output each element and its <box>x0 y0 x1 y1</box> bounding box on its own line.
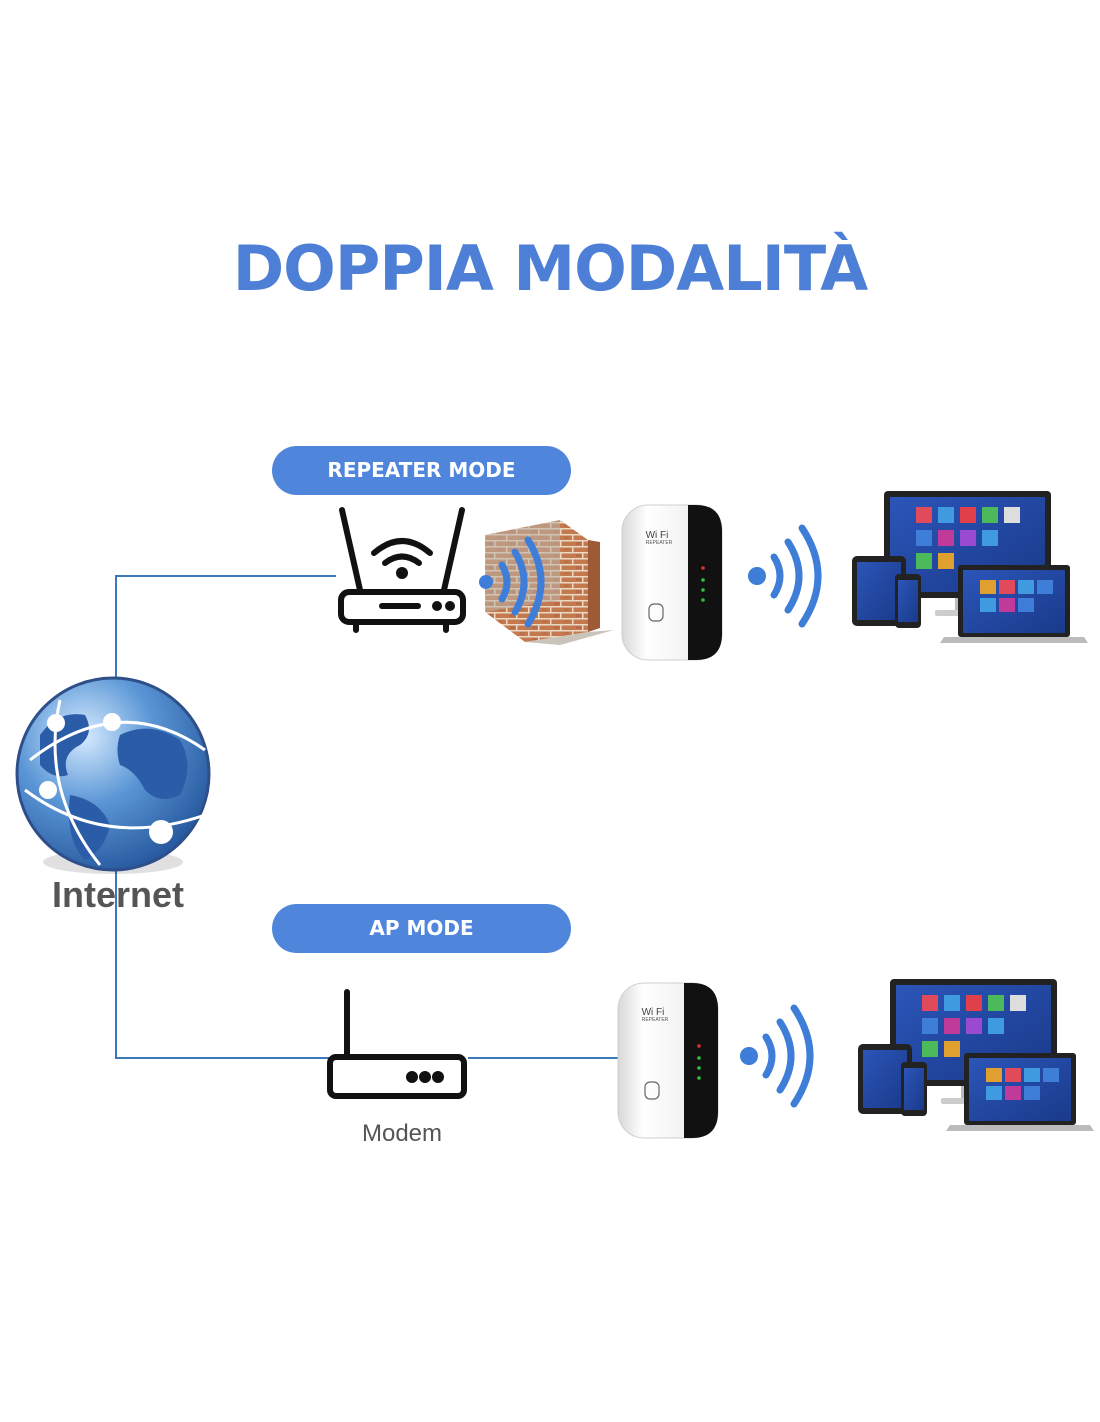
router-icon <box>338 507 466 633</box>
ap-mode-badge: AP MODE <box>272 904 571 953</box>
wifi-signal-icon <box>740 1004 814 1108</box>
svg-text:Wi Fi: Wi Fi <box>642 1007 665 1018</box>
modem-icon <box>327 989 467 1099</box>
connection-lines <box>115 575 618 1059</box>
line-bottom <box>115 858 330 1059</box>
repeater-mode-badge: REPEATER MODE <box>272 446 571 495</box>
line-top <box>115 575 336 690</box>
wifi-repeater-device: Wi Fi REPEATER <box>617 982 719 1139</box>
wifi-signal-icon <box>748 524 822 628</box>
wifi-repeater-device: Wi Fi REPEATER <box>621 504 723 661</box>
svg-text:REPEATER: REPEATER <box>646 540 673 546</box>
devices-icon <box>858 979 1094 1131</box>
svg-text:Wi Fi: Wi Fi <box>646 530 669 541</box>
svg-text:REPEATER: REPEATER <box>642 1017 669 1023</box>
devices-icon <box>852 491 1088 643</box>
internet-label: Internet <box>51 874 184 915</box>
modem-label: Modem <box>361 1120 443 1147</box>
globe-icon <box>15 676 211 874</box>
page-title: DOPPIA MODALITÀ <box>232 232 869 305</box>
wifi-signal-icon <box>479 536 545 628</box>
